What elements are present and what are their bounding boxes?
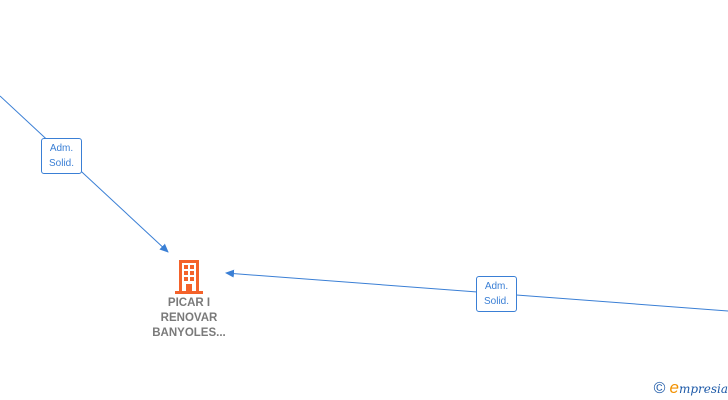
company-name-line: RENOVAR	[160, 312, 218, 324]
edge-label-adm-solid-1[interactable]: Adm. Solid.	[41, 138, 82, 174]
edge-line-1[interactable]	[0, 95, 169, 253]
edge-label-line: Solid.	[48, 158, 74, 169]
company-node[interactable]: PICAR I RENOVAR BANYOLES...	[138, 258, 240, 341]
building-icon	[175, 260, 203, 294]
brand-logo-initial: e	[669, 378, 679, 397]
copyright-icon: ©	[653, 380, 666, 397]
edge-label-line: Adm.	[49, 143, 74, 154]
copyright-watermark: ©empresia	[654, 378, 728, 398]
brand-logo-text: mpresia	[678, 382, 728, 396]
edge-label-adm-solid-2[interactable]: Adm. Solid.	[476, 276, 517, 312]
company-name: PICAR I RENOVAR BANYOLES...	[138, 296, 240, 341]
company-name-line: PICAR I	[167, 297, 211, 309]
edge-label-line: Solid.	[483, 296, 509, 307]
company-name-line: BANYOLES...	[152, 327, 226, 339]
edge-label-line: Adm.	[484, 281, 509, 292]
